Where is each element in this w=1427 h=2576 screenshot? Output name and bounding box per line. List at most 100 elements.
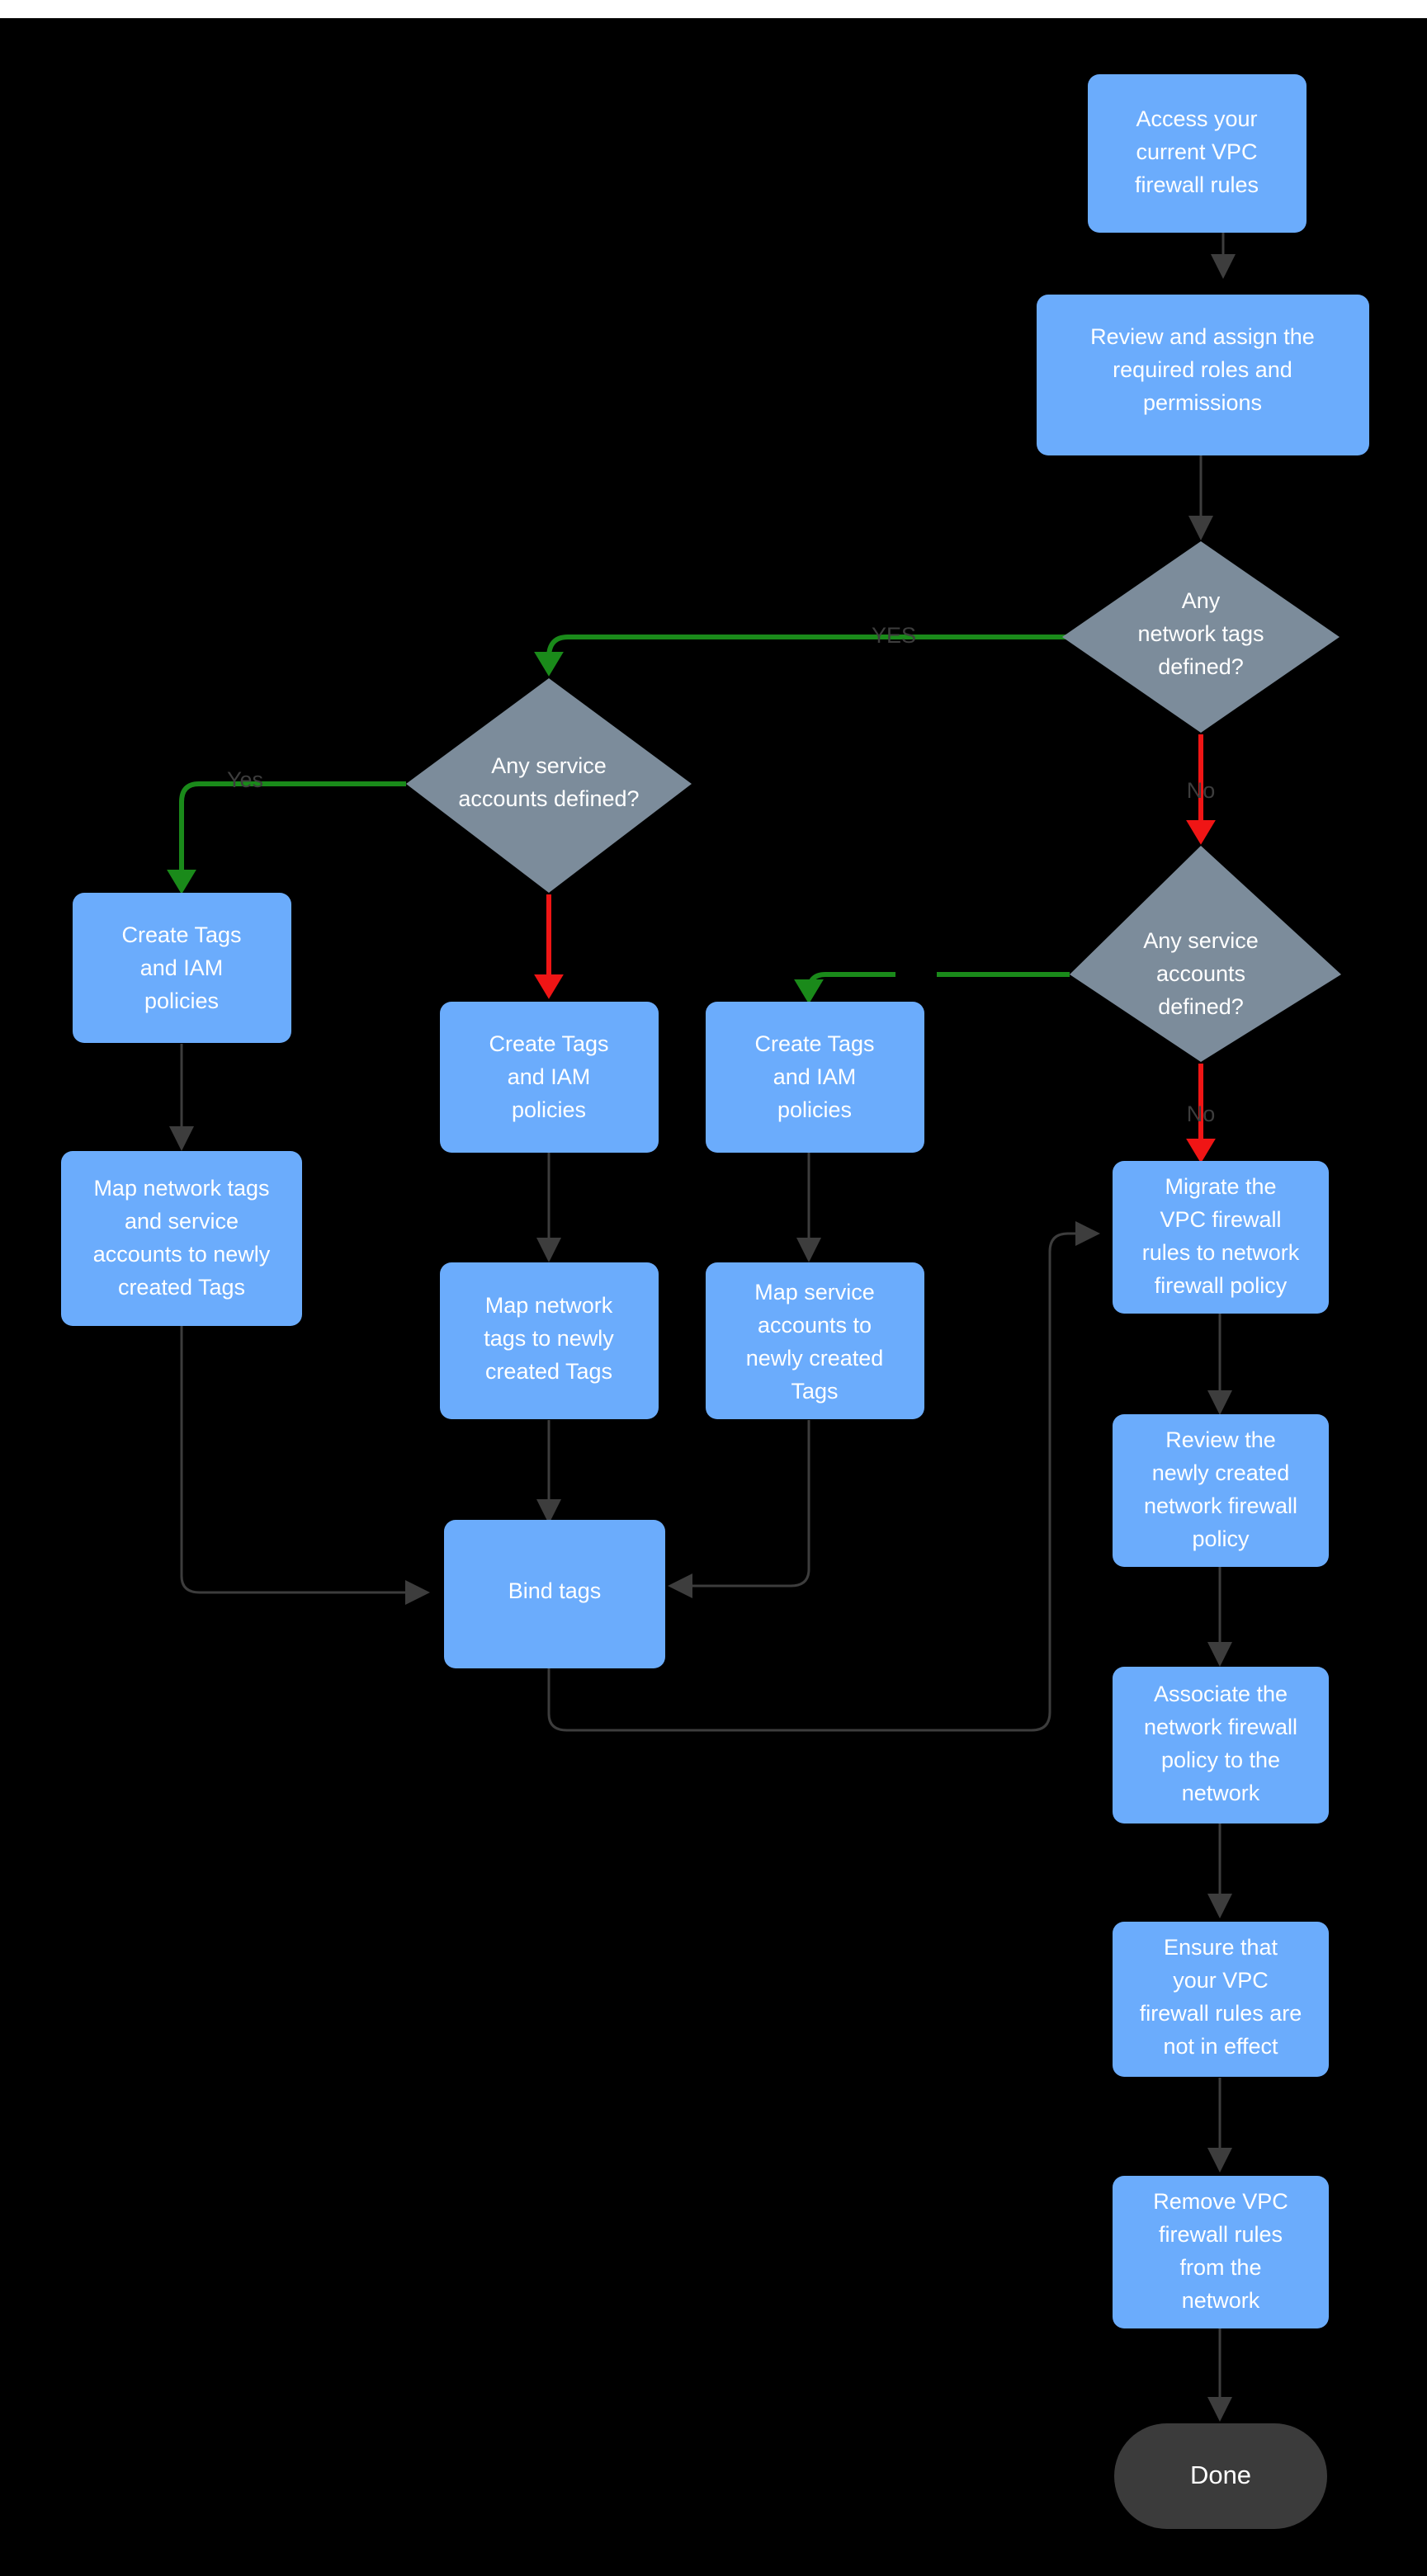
node-line: Tags (791, 1379, 838, 1404)
node-shape (706, 1002, 924, 1153)
decision-any-service-accounts-defined-left[interactable]: Any service accounts defined? (406, 678, 692, 893)
node-review-assign-roles-permissions[interactable]: Review and assign the required roles and… (1037, 295, 1369, 455)
node-migrate-vpc-firewall-rules[interactable]: Migrate the VPC firewall rules to networ… (1113, 1161, 1329, 1314)
node-shape (1062, 541, 1340, 733)
node-line: policies (777, 1097, 852, 1122)
node-line: Done (1190, 2460, 1251, 2489)
node-line: newly created (746, 1346, 884, 1371)
node-line: and IAM (773, 1064, 857, 1089)
node-line: Map service (754, 1280, 875, 1305)
node-line: network (1182, 2288, 1260, 2313)
node-line: policy (1192, 1526, 1250, 1551)
node-line: Any service (1143, 928, 1259, 953)
node-line: VPC firewall (1160, 1207, 1281, 1232)
node-shape (1113, 1161, 1329, 1314)
node-shape (1070, 846, 1341, 1062)
node-ensure-vpc-firewall-rules-not-in-effect[interactable]: Ensure that your VPC firewall rules are … (1113, 1922, 1329, 2077)
node-line: firewall rules (1159, 2222, 1283, 2247)
flowchart-canvas: YES No Yes No Access your current VPC fi… (0, 18, 1427, 2576)
node-shape (61, 1151, 302, 1326)
node-create-tags-iam-policies-left[interactable]: Create Tags and IAM policies (73, 893, 291, 1043)
edge-d2-n3-yes (167, 781, 406, 894)
node-line: current VPC (1136, 139, 1257, 164)
edge-label-yes-service-accounts: Yes (227, 767, 263, 792)
edge-layer (167, 233, 1236, 2422)
decision-any-service-accounts-defined-right[interactable]: Any service accounts defined? (1070, 846, 1341, 1062)
node-shape (1113, 1922, 1329, 2077)
node-shape (1113, 1414, 1329, 1567)
node-line: policies (512, 1097, 586, 1122)
node-shape (73, 893, 291, 1043)
node-shape (706, 1262, 924, 1419)
edge-d3-n7-seg2 (794, 972, 895, 1004)
node-line: and service (125, 1209, 239, 1234)
node-line: Map network tags (93, 1176, 269, 1201)
node-done-terminal[interactable]: Done (1114, 2423, 1327, 2529)
node-line: policies (144, 988, 219, 1013)
node-shape (1037, 295, 1369, 455)
node-line: Map network (485, 1293, 613, 1318)
node-line: network firewall (1144, 1493, 1297, 1518)
node-line: required roles and (1113, 357, 1292, 382)
node-create-tags-iam-policies-middle[interactable]: Create Tags and IAM policies (440, 1002, 659, 1153)
node-line: firewall policy (1155, 1273, 1288, 1298)
node-line: network (1182, 1781, 1260, 1805)
node-shape (444, 1520, 665, 1668)
node-line: Review the (1165, 1427, 1276, 1452)
node-remove-vpc-firewall-rules[interactable]: Remove VPC firewall rules from the netwo… (1113, 2176, 1329, 2328)
node-line: and IAM (508, 1064, 591, 1089)
node-shape (1114, 2423, 1327, 2529)
edge-label-layer: YES No Yes No (227, 623, 1215, 1126)
node-line: rules to network (1142, 1240, 1300, 1265)
node-line: Create Tags (489, 1031, 608, 1056)
node-line: accounts defined? (458, 786, 639, 811)
node-line: Review and assign the (1090, 324, 1315, 349)
node-map-network-tags-to-newly-created-tags[interactable]: Map network tags to newly created Tags (440, 1262, 659, 1419)
node-line: permissions (1143, 390, 1262, 415)
node-line: Bind tags (508, 1578, 602, 1603)
node-line: accounts to newly (93, 1242, 271, 1267)
node-line: Create Tags (121, 922, 241, 947)
node-line: and IAM (140, 955, 224, 980)
edge-n4-n9 (180, 1324, 430, 1605)
node-line: created Tags (118, 1275, 245, 1300)
node-line: Migrate the (1165, 1174, 1276, 1199)
node-bind-tags[interactable]: Bind tags (444, 1520, 665, 1668)
node-review-newly-created-network-firewall-policy[interactable]: Review the newly created network firewal… (1113, 1414, 1329, 1567)
node-shape (1113, 1667, 1329, 1823)
node-line: network tags (1137, 621, 1264, 646)
node-line: Create Tags (754, 1031, 874, 1056)
edge-d1-d2-yes (534, 635, 1090, 677)
node-map-network-tags-and-service-accounts[interactable]: Map network tags and service accounts to… (61, 1151, 302, 1326)
node-map-service-accounts-to-newly-created-tags[interactable]: Map service accounts to newly created Ta… (706, 1262, 924, 1419)
node-line: policy to the (1161, 1748, 1280, 1772)
node-line: firewall rules are (1140, 2001, 1302, 2026)
node-line: created Tags (485, 1359, 612, 1384)
node-line: defined? (1158, 994, 1244, 1019)
edge-n9-n10 (547, 1221, 1100, 1732)
node-shape (1113, 2176, 1329, 2328)
node-line: accounts (1156, 961, 1245, 986)
node-shape (440, 1002, 659, 1153)
edge-n8-n9 (668, 1420, 810, 1598)
node-line: Remove VPC (1153, 2189, 1288, 2214)
flowchart-svg: YES No Yes No Access your current VPC fi… (61, 74, 1369, 2529)
node-line: tags to newly (484, 1326, 614, 1351)
node-line: Any (1182, 588, 1221, 613)
node-shape (1088, 74, 1307, 233)
edge-label-yes-network-tags: YES (872, 623, 916, 648)
node-line: network firewall (1144, 1715, 1297, 1739)
node-associate-network-firewall-policy[interactable]: Associate the network firewall policy to… (1113, 1667, 1329, 1823)
node-access-vpc-firewall-rules[interactable]: Access your current VPC firewall rules (1088, 74, 1307, 233)
decision-any-network-tags-defined[interactable]: Any network tags defined? (1062, 541, 1340, 733)
node-line: not in effect (1163, 2034, 1278, 2059)
node-line: Any service (491, 753, 607, 778)
node-line: accounts to (758, 1313, 872, 1338)
edge-label-no-network-tags: No (1187, 778, 1216, 803)
node-create-tags-iam-policies-right[interactable]: Create Tags and IAM policies (706, 1002, 924, 1153)
node-line: defined? (1158, 654, 1244, 679)
node-line: from the (1179, 2255, 1261, 2280)
node-line: Access your (1136, 106, 1257, 131)
node-shape (406, 678, 692, 893)
